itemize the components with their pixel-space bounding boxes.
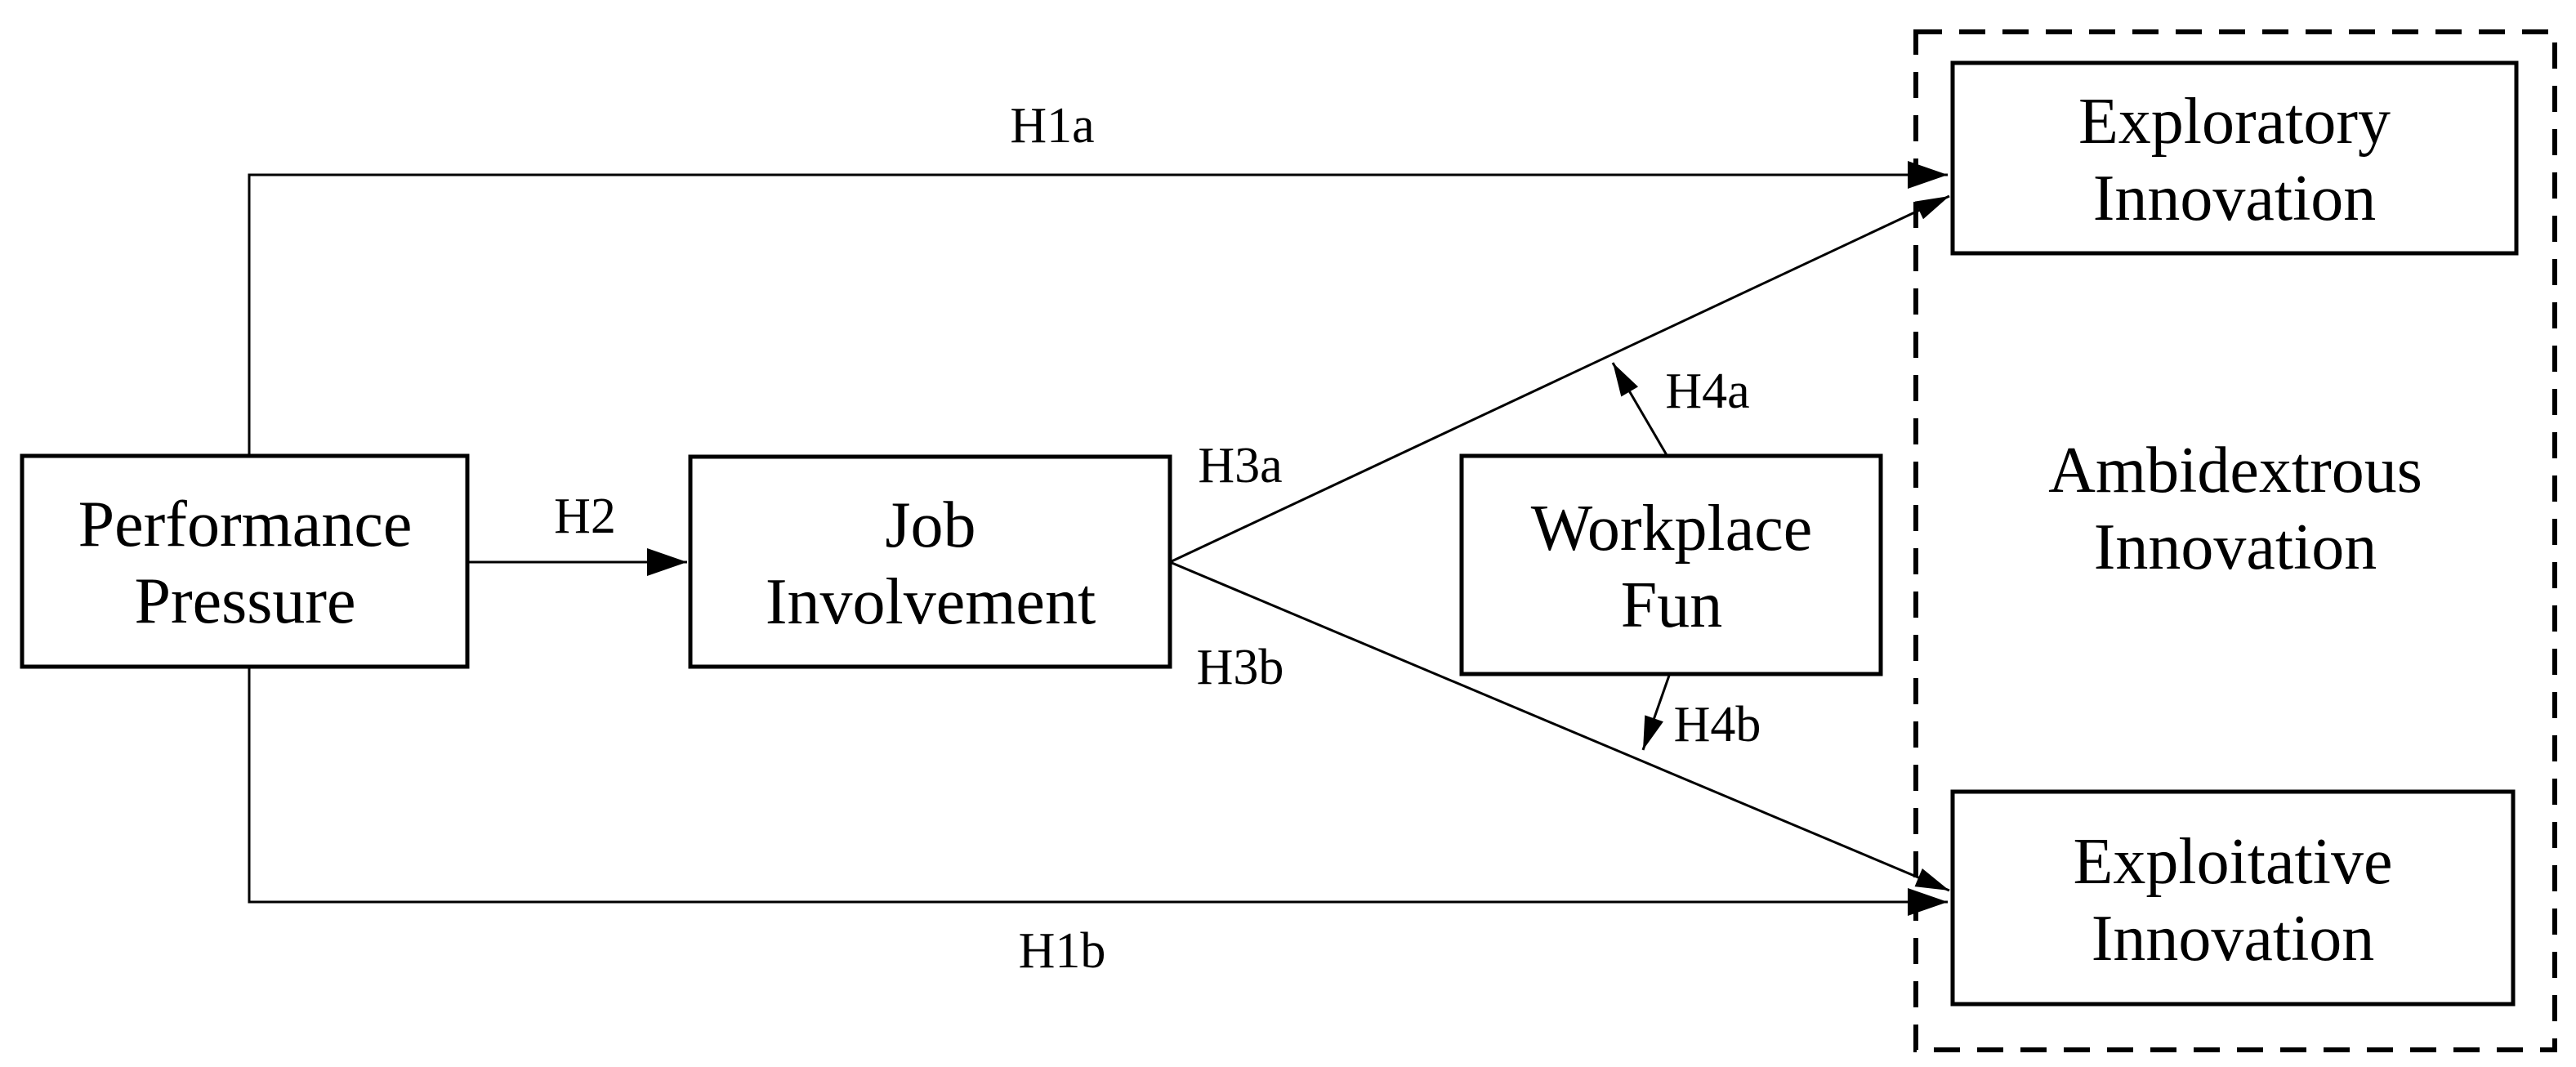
box-exploratory-innovation: Exploratory Innovation bbox=[1950, 60, 2519, 256]
box-workplace-fun: Workplace Fun bbox=[1459, 453, 1883, 676]
edge-h4a bbox=[1611, 362, 1668, 456]
exploratory-innovation-label-line1: Exploratory bbox=[2078, 86, 2391, 158]
label-h2: H2 bbox=[554, 489, 616, 544]
exploratory-innovation-rect bbox=[1950, 60, 2519, 256]
ambidextrous-innovation-label-line2: Innovation bbox=[2094, 511, 2377, 583]
label-h4a: H4a bbox=[1665, 364, 1749, 419]
exploratory-innovation-label-line2: Innovation bbox=[2093, 163, 2377, 234]
label-h4b: H4b bbox=[1674, 697, 1761, 752]
box-performance-pressure: Performance Pressure bbox=[20, 453, 470, 669]
ambidextrous-innovation-dashed-boundary bbox=[1913, 29, 2557, 1052]
label-h3a: H3a bbox=[1198, 438, 1282, 493]
workplace-fun-label-line2: Fun bbox=[1621, 569, 1723, 641]
ambidextrous-innovation-label-line1: Ambidextrous bbox=[2048, 435, 2422, 507]
ambidextrous-innovation-caption: Ambidextrous Innovation bbox=[2048, 435, 2422, 583]
job-involvement-label-line1: Job bbox=[885, 489, 975, 561]
edge-h1a bbox=[248, 161, 1948, 456]
label-h1a: H1a bbox=[1010, 98, 1094, 154]
edge-h3b bbox=[1169, 560, 1950, 892]
exploitative-innovation-label-line2: Innovation bbox=[2092, 903, 2375, 975]
exploitative-innovation-label-line1: Exploitative bbox=[2073, 826, 2392, 898]
edge-h3a bbox=[1169, 194, 1950, 564]
job-involvement-rect bbox=[688, 454, 1172, 669]
performance-pressure-rect bbox=[20, 453, 470, 669]
label-h1b: H1b bbox=[1019, 923, 1106, 979]
box-job-involvement: Job Involvement bbox=[688, 454, 1172, 669]
workplace-fun-label-line1: Workplace bbox=[1531, 493, 1813, 565]
edge-h4b bbox=[1641, 672, 1672, 751]
performance-pressure-label-line1: Performance bbox=[78, 489, 413, 560]
job-involvement-label-line2: Involvement bbox=[766, 566, 1096, 638]
workplace-fun-rect bbox=[1459, 453, 1883, 676]
exploitative-innovation-rect bbox=[1950, 789, 2516, 1007]
box-exploitative-innovation: Exploitative Innovation bbox=[1950, 789, 2516, 1007]
performance-pressure-label-line2: Pressure bbox=[134, 565, 355, 637]
label-h3b: H3b bbox=[1197, 640, 1284, 695]
edge-h1b bbox=[248, 667, 1948, 916]
